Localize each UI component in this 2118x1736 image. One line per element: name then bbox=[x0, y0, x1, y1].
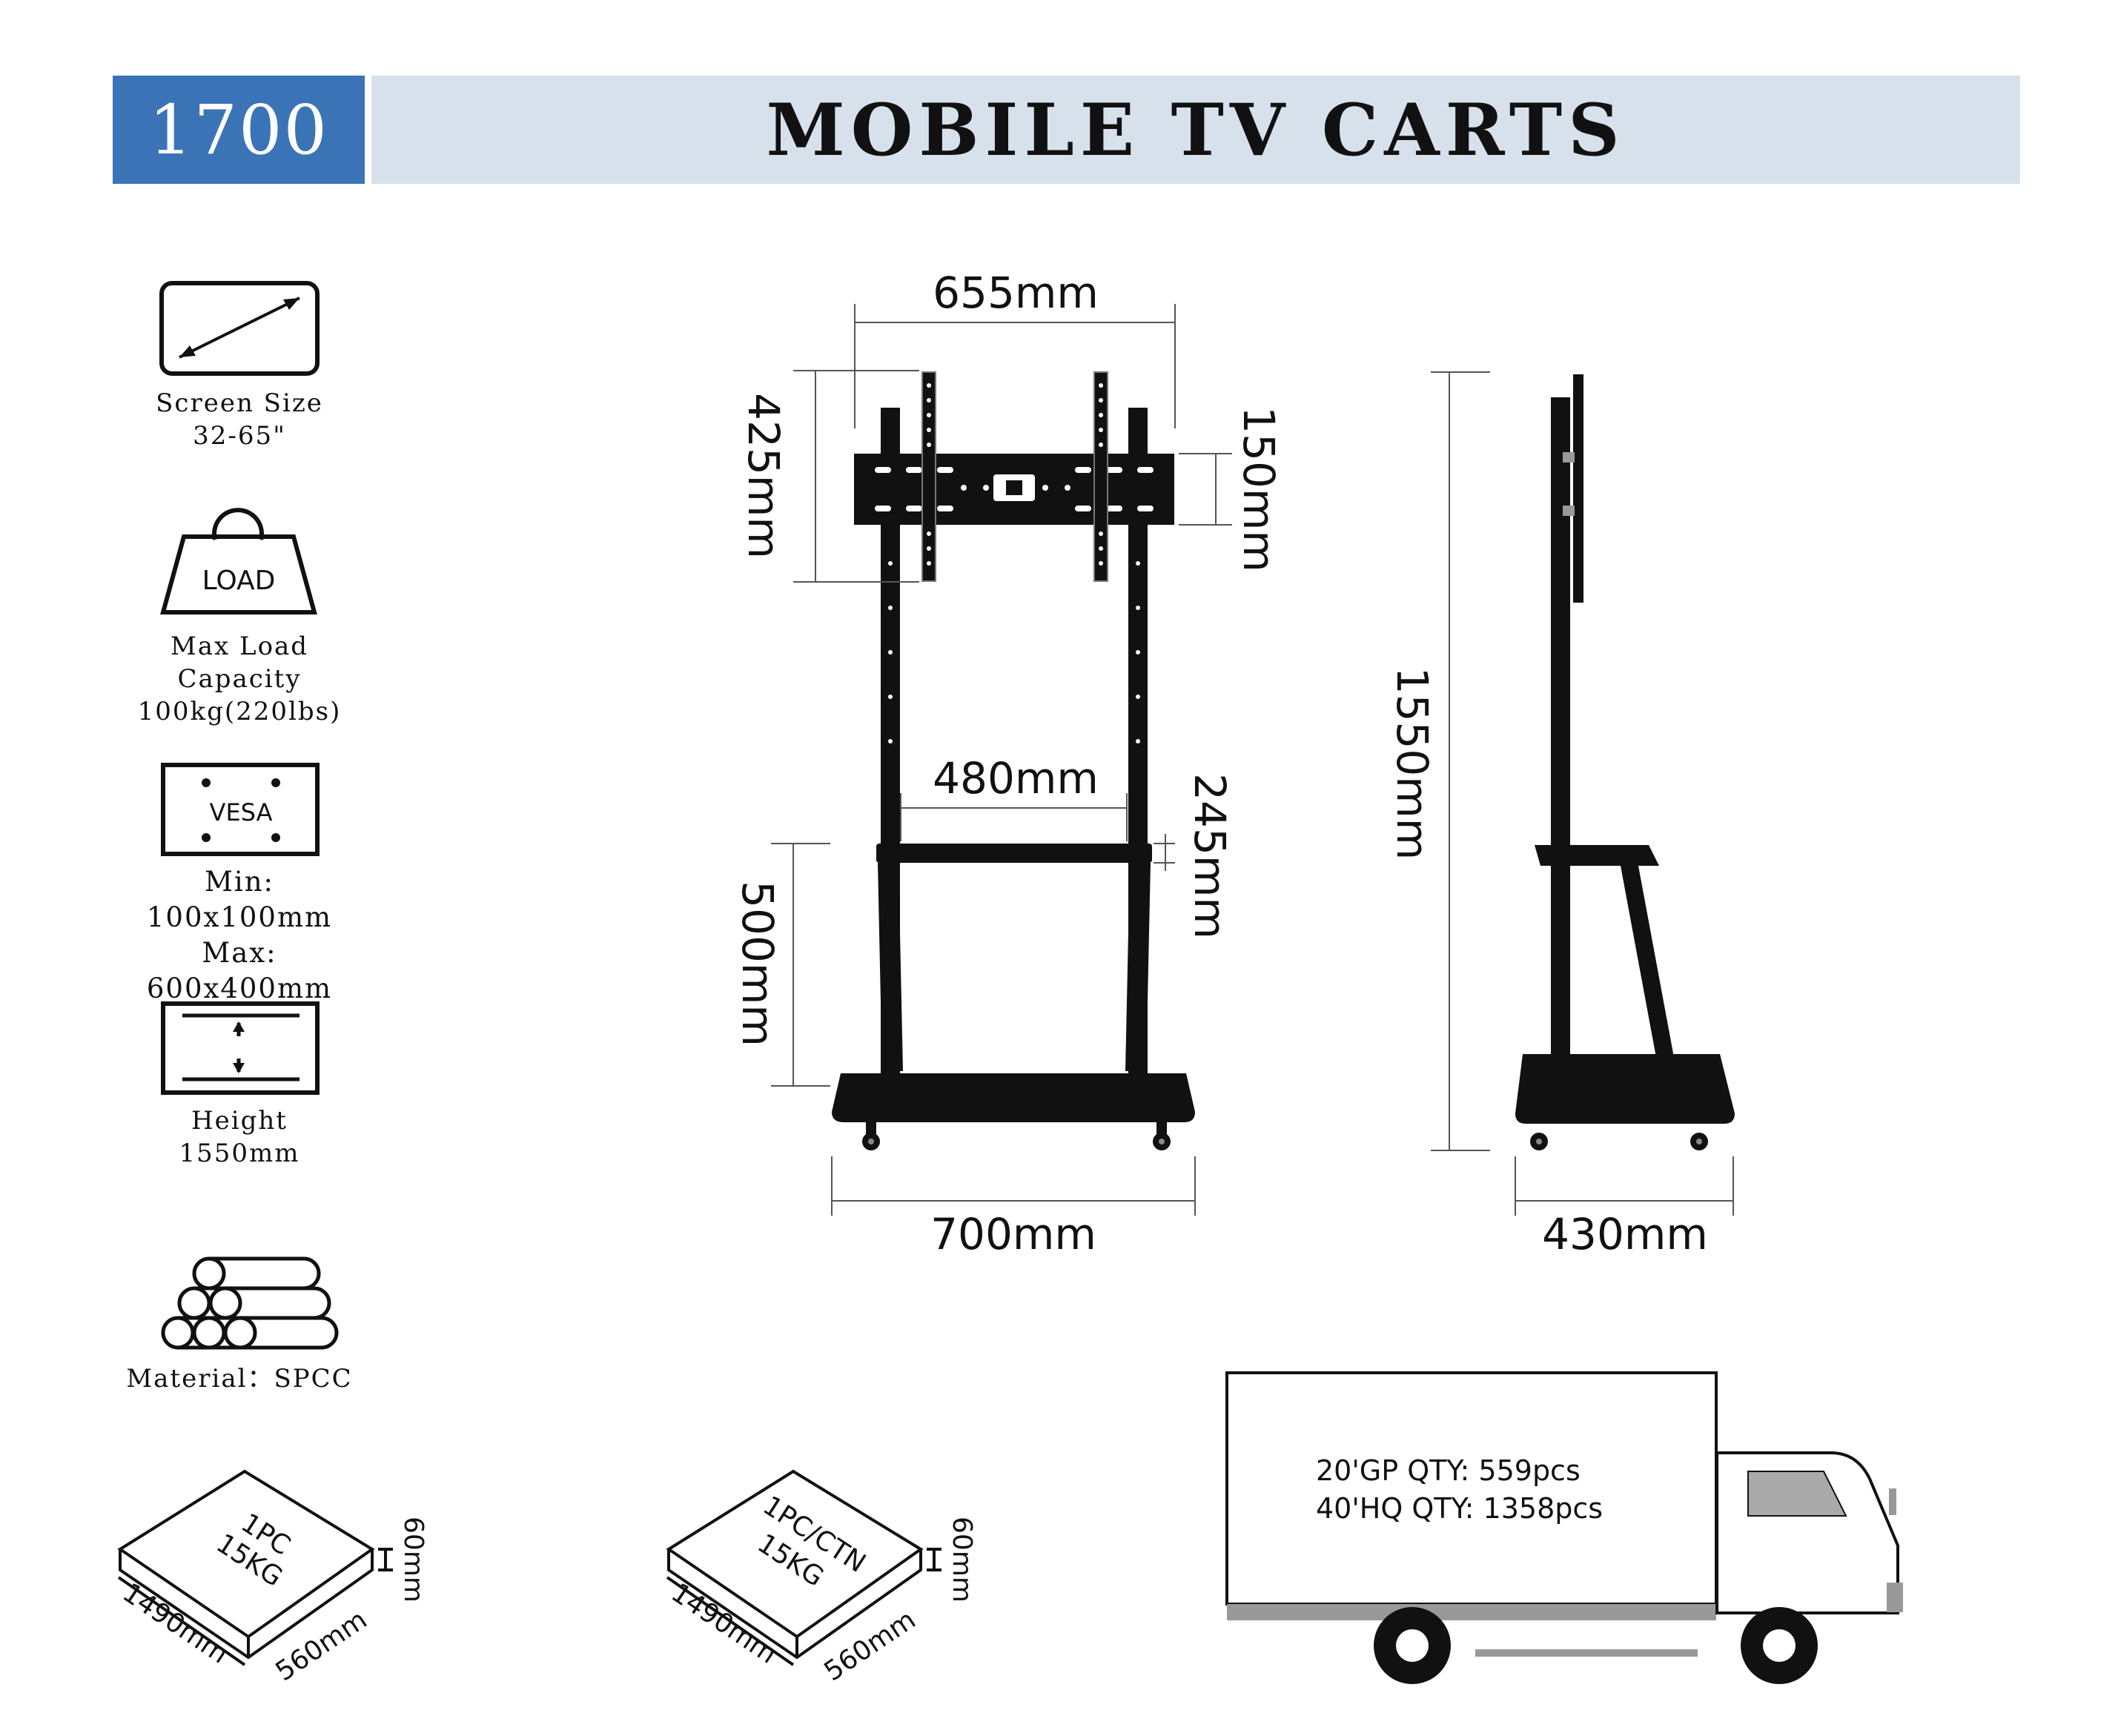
load-weight-icon: LOAD bbox=[160, 508, 317, 614]
spec-vesa: Min: 100x100mm Max: 600x400mm bbox=[113, 864, 365, 1007]
spec-max-load-value: 100kg(220lbs) bbox=[137, 697, 342, 726]
spec-max-load: Max Load Capacity 100kg(220lbs) bbox=[113, 630, 365, 728]
front-dimension-lines bbox=[771, 304, 1232, 1216]
box-height: 60mm bbox=[398, 1517, 428, 1603]
load-icon-text: LOAD bbox=[202, 566, 276, 596]
truck-qty-20gp: 20'GP QTY: 559pcs bbox=[1316, 1454, 1581, 1487]
vesa-icon: VESA bbox=[161, 763, 320, 856]
spec-material: Material：SPCC bbox=[113, 1362, 365, 1395]
front-dimension-labels: 655mm 425mm 150mm 480mm 245mm 500mm 700m… bbox=[732, 268, 1284, 1259]
dim-total-height: 1550mm bbox=[1387, 667, 1437, 861]
dim-top-width: 655mm bbox=[933, 268, 1099, 318]
spec-screen-size-title: Screen Size bbox=[156, 388, 323, 418]
carton-height: 60mm bbox=[947, 1517, 977, 1603]
side-dimension-lines bbox=[1431, 371, 1734, 1216]
front-view bbox=[832, 371, 1195, 1150]
dim-shelf-width: 480mm bbox=[933, 753, 1099, 804]
spec-height-value: 1550mm bbox=[179, 1139, 300, 1168]
box-length: 1490mm bbox=[117, 1577, 234, 1669]
spec-vesa-max: Max: 600x400mm bbox=[146, 937, 333, 1004]
spec-screen-size-value: 32-65" bbox=[193, 421, 286, 451]
carton-labels: 1PC/CTN 15KG 60mm 1490mm 560mm bbox=[666, 1491, 977, 1688]
screen-size-icon bbox=[159, 281, 320, 376]
spec-material-value: Material：SPCC bbox=[126, 1364, 353, 1394]
spec-max-load-title: Max Load Capacity bbox=[170, 632, 309, 694]
spec-height-title: Height bbox=[191, 1106, 288, 1136]
side-dimension-labels: 1550mm 430mm bbox=[1387, 667, 1708, 1259]
model-code: 1700 bbox=[113, 76, 365, 184]
dim-bracket-height: 150mm bbox=[1234, 406, 1284, 572]
vesa-icon-text: VESA bbox=[210, 798, 273, 826]
material-pipes-icon bbox=[161, 1256, 339, 1350]
height-icon bbox=[161, 1001, 320, 1095]
truck-qty-40hq: 40'HQ QTY: 1358pcs bbox=[1316, 1492, 1603, 1525]
dim-base-depth: 430mm bbox=[1542, 1209, 1708, 1259]
truck-icon: 20'GP QTY: 559pcs 40'HQ QTY: 1358pcs bbox=[1225, 1371, 1903, 1684]
side-view bbox=[1515, 374, 1735, 1150]
carton-icon bbox=[666, 1469, 941, 1666]
box-width: 560mm bbox=[271, 1605, 373, 1688]
spec-vesa-min: Min: 100x100mm bbox=[146, 866, 333, 933]
spec-screen-size: Screen Size 32-65" bbox=[113, 387, 365, 452]
dim-shelf-height: 500mm bbox=[732, 881, 783, 1047]
dim-mount-height: 425mm bbox=[738, 393, 789, 559]
box-labels: 1PC 15KG 60mm 1490mm 560mm bbox=[117, 1508, 428, 1687]
dim-shelf-gap: 245mm bbox=[1185, 773, 1235, 939]
box-icon bbox=[117, 1469, 393, 1666]
spec-height: Height 1550mm bbox=[113, 1104, 365, 1170]
carton-width: 560mm bbox=[819, 1605, 921, 1688]
page-title: MOBILE TV CARTS bbox=[371, 76, 2020, 184]
carton-length: 1490mm bbox=[666, 1577, 782, 1669]
dim-base-width: 700mm bbox=[930, 1209, 1096, 1259]
